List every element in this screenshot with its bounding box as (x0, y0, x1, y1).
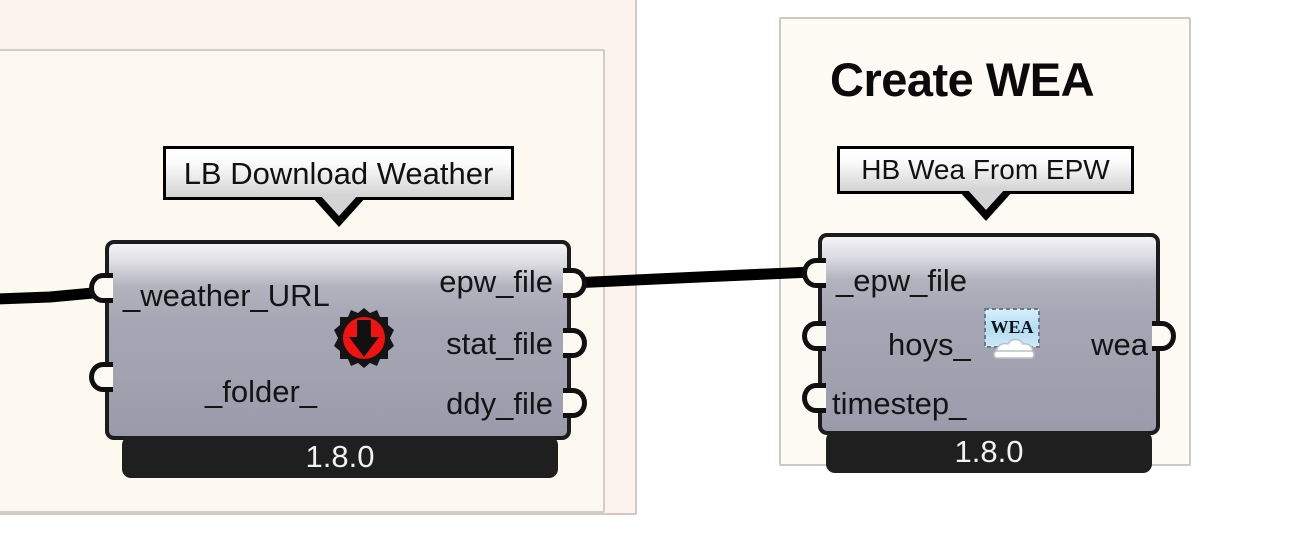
input-port-hoys[interactable] (802, 321, 826, 351)
version-label: 1.8.0 (305, 439, 375, 474)
input-label-epw-file: _epw_file (836, 263, 967, 298)
output-port-ddy-file[interactable] (563, 388, 587, 418)
nickname-hb-wea-from-epw[interactable]: HB Wea From EPW (837, 146, 1134, 221)
group-title-create-wea: Create WEA (830, 53, 1095, 106)
input-port-folder[interactable] (89, 362, 113, 392)
component-lb-download-weather[interactable]: _weather_URL _folder_ epw_file stat_file… (89, 240, 587, 480)
nickname-label: HB Wea From EPW (861, 154, 1110, 185)
input-label-folder: _folder_ (205, 374, 318, 409)
output-port-wea[interactable] (1152, 321, 1176, 351)
output-port-epw-file[interactable] (563, 268, 587, 298)
svg-text:WEA: WEA (990, 317, 1033, 337)
nickname-lb-download-weather[interactable]: LB Download Weather (163, 146, 514, 227)
input-label-hoys: hoys_ (888, 327, 971, 362)
component-version-bar: 1.8.0 (122, 436, 558, 478)
nickname-label: LB Download Weather (183, 155, 494, 191)
input-label-weather-url: _weather_URL (123, 278, 330, 313)
input-port-epw-file[interactable] (802, 258, 826, 288)
version-label: 1.8.0 (954, 434, 1024, 469)
input-port-weather-url[interactable] (89, 273, 113, 303)
output-port-stat-file[interactable] (563, 328, 587, 358)
output-label-stat-file: stat_file (446, 326, 553, 361)
component-version-bar: 1.8.0 (826, 431, 1152, 473)
output-label-epw-file: epw_file (439, 264, 553, 299)
output-label-wea: wea (1091, 327, 1148, 362)
input-port-timestep[interactable] (802, 383, 826, 413)
download-weather-icon (333, 307, 395, 369)
component-hb-wea-from-epw[interactable]: _epw_file hoys_ timestep_ wea WEA (802, 233, 1176, 475)
output-label-ddy-file: ddy_file (446, 386, 553, 421)
input-label-timestep: timestep_ (832, 386, 967, 421)
wea-icon: WEA (982, 305, 1044, 363)
